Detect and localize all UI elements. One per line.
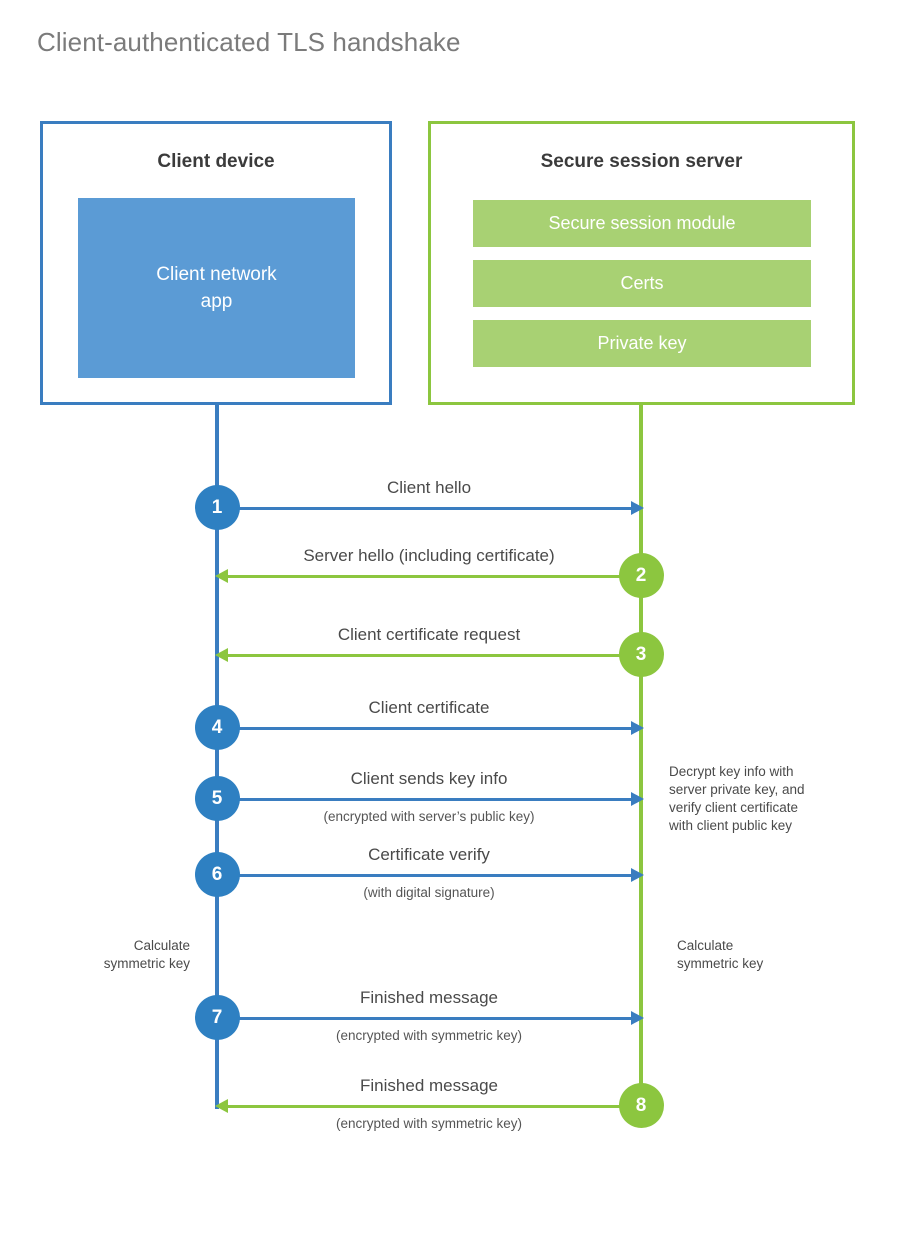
message-line-5: [217, 798, 633, 801]
message-line-4: [217, 727, 633, 730]
arrow-head-1: [631, 501, 644, 515]
server-component-stack: Secure session module Certs Private key: [473, 200, 811, 380]
secure-session-server-title: Secure session server: [540, 151, 743, 172]
step-circle-8[interactable]: 8: [618, 1083, 664, 1128]
message-label-2: Server hello (including certificate): [303, 546, 555, 565]
arrow-head-3: [215, 648, 228, 662]
step-circle-6[interactable]: 6: [194, 852, 240, 897]
message-label-4: Client certificate: [368, 698, 490, 717]
page-title: Client-authenticated TLS handshake: [37, 27, 461, 57]
step-circle-1[interactable]: 1: [194, 485, 240, 530]
message-line-2: [225, 575, 641, 578]
client-device-title: Client device: [157, 151, 275, 172]
message-line-7: [217, 1017, 633, 1020]
arrow-head-2: [215, 569, 228, 583]
server-component-certs: Certs: [473, 260, 811, 307]
message-line-8: [225, 1105, 641, 1108]
step-circle-4[interactable]: 4: [194, 705, 240, 750]
message-line-6: [217, 874, 633, 877]
arrow-head-7: [631, 1011, 644, 1025]
message-line-1: [217, 507, 633, 510]
secure-session-server-box: Secure session server Secure session mod…: [428, 121, 855, 405]
message-label-7: Finished message: [360, 988, 498, 1007]
message-label-8: Finished message: [360, 1076, 498, 1095]
step-circle-3[interactable]: 3: [618, 632, 664, 677]
server-component-private-key: Private key: [473, 320, 811, 367]
server-lifeline: [639, 403, 643, 1107]
arrow-head-4: [631, 721, 644, 735]
message-line-3: [225, 654, 641, 657]
message-label-3: Client certificate request: [337, 625, 521, 644]
step-circle-7[interactable]: 7: [194, 995, 240, 1040]
message-label-1: Client hello: [386, 478, 472, 497]
step-circle-2[interactable]: 2: [618, 553, 664, 598]
server-component-secure-session-module: Secure session module: [473, 200, 811, 247]
message-label-6: Certificate verify: [368, 845, 490, 864]
arrow-head-5: [631, 792, 644, 806]
message-sublabel-7: (encrypted with symmetric key): [335, 1028, 523, 1043]
client-lifeline: [215, 403, 219, 1109]
arrow-head-6: [631, 868, 644, 882]
step-circle-5[interactable]: 5: [194, 776, 240, 821]
message-label-5: Client sends key info: [350, 769, 508, 788]
message-sublabel-5: (encrypted with server’s public key): [323, 809, 535, 824]
message-sublabel-8: (encrypted with symmetric key): [335, 1116, 523, 1131]
message-sublabel-6: (with digital signature): [363, 885, 495, 900]
arrow-head-8: [215, 1099, 228, 1113]
